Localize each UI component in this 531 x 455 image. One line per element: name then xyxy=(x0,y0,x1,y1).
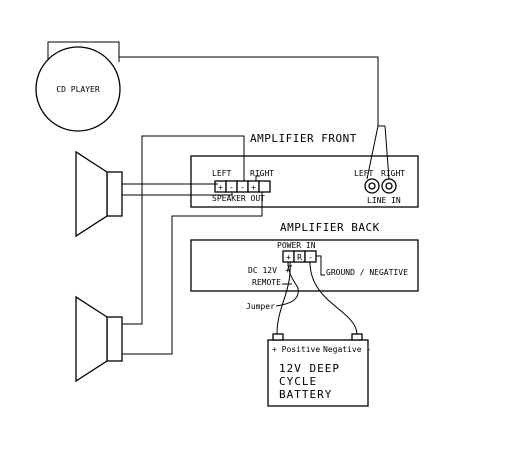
line-in-right-jack xyxy=(381,178,397,194)
wire-bottom-speaker-1 xyxy=(122,135,245,325)
speaker-out-terminals: + - - + xyxy=(214,180,271,193)
svg-text:+: + xyxy=(251,183,256,192)
wire-speaker-right-plus xyxy=(255,175,260,181)
amplifier-back: AMPLIFIER BACK POWER IN + R - DC 12V + R… xyxy=(190,221,419,292)
wire-ground xyxy=(316,255,325,276)
line-in-right-label: RIGHT xyxy=(381,169,405,178)
jumper-label: Jumper xyxy=(246,302,275,311)
wires xyxy=(119,56,390,355)
dc-12v-label: DC 12V xyxy=(248,266,277,275)
wire-top-speaker-2 xyxy=(122,192,233,196)
wire-bottom-speaker-2 xyxy=(122,192,263,355)
speaker-top xyxy=(75,150,123,238)
battery-negative-label: Negative - xyxy=(323,345,371,354)
cd-player-label: CD PLAYER xyxy=(56,85,100,94)
cd-player: CD PLAYER xyxy=(35,41,121,132)
amplifier-front: AMPLIFIER FRONT LEFT RIGHT + - - + SPEAK… xyxy=(190,132,419,208)
svg-text:+: + xyxy=(218,183,223,192)
speaker-right-label: RIGHT xyxy=(250,169,274,178)
wire-line-in-left xyxy=(366,125,379,180)
speaker-left-label: LEFT xyxy=(212,169,231,178)
battery: + Positive Negative - 12V DEEP CYCLE BAT… xyxy=(267,333,371,407)
svg-text:-: - xyxy=(308,253,313,262)
dc-plus-label: + xyxy=(285,266,290,275)
wire-positive xyxy=(276,261,291,335)
line-in-label: LINE IN xyxy=(367,196,401,205)
speaker-out-label: SPEAKER OUT xyxy=(212,194,265,203)
svg-text:R: R xyxy=(297,253,302,262)
svg-text:+: + xyxy=(286,253,291,262)
battery-line1: 12V DEEP xyxy=(279,362,340,375)
speaker-bottom xyxy=(75,295,123,383)
wire-cd-to-line-in xyxy=(119,56,385,127)
power-in-label: POWER IN xyxy=(277,241,316,250)
svg-text:-: - xyxy=(229,183,234,192)
amp-front-title: AMPLIFIER FRONT xyxy=(250,132,357,145)
wire-negative xyxy=(309,261,358,335)
svg-text:-: - xyxy=(240,183,245,192)
battery-line2: CYCLE xyxy=(279,375,317,388)
battery-positive-label: + Positive xyxy=(272,345,320,354)
battery-line3: BATTERY xyxy=(279,388,332,401)
wire-line-in-right xyxy=(384,125,390,180)
remote-label: REMOTE xyxy=(252,278,281,287)
line-in-left-jack xyxy=(364,178,380,194)
ground-negative-label: GROUND / NEGATIVE xyxy=(326,268,408,277)
amp-back-title: AMPLIFIER BACK xyxy=(280,221,380,234)
power-in-terminals: + R - xyxy=(282,250,317,263)
line-in-left-label: LEFT xyxy=(354,169,373,178)
